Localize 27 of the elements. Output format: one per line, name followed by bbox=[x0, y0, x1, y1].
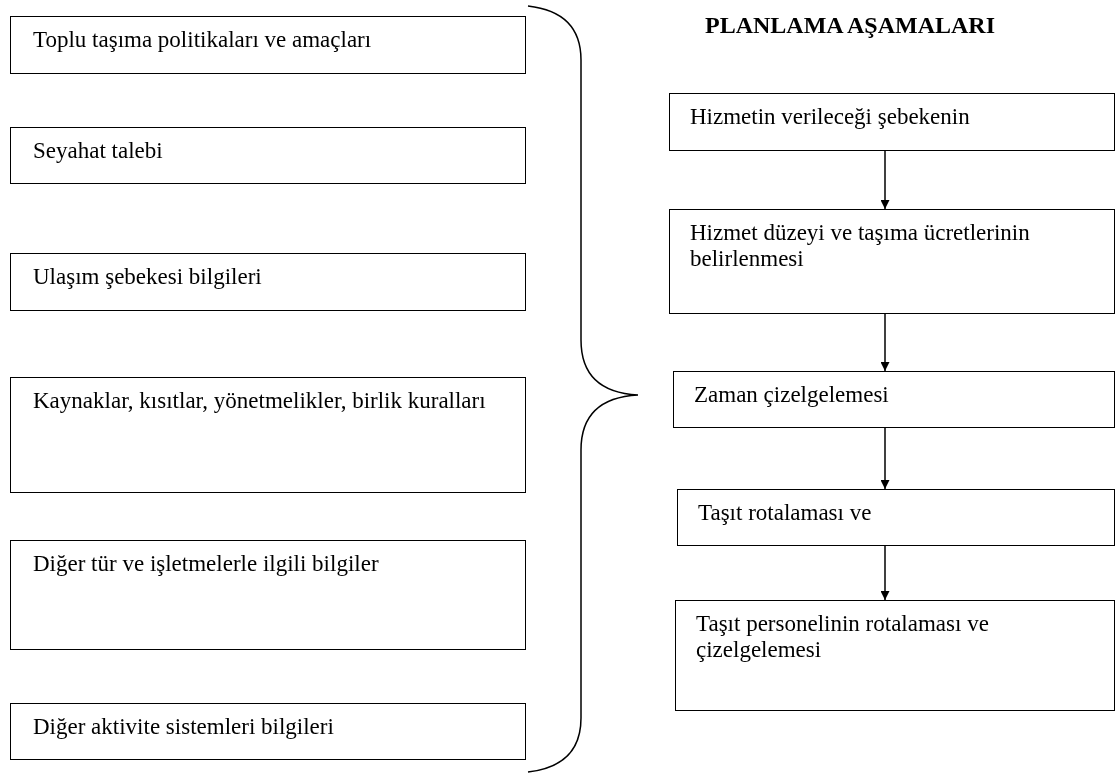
arrow bbox=[880, 545, 890, 601]
box-text: Taşıt personelinin rotalaması ve çizelgelemesi bbox=[696, 611, 990, 663]
box-text: Diğer aktivite sistemleri bilgileri bbox=[33, 714, 335, 740]
info-box bbox=[10, 703, 526, 760]
stage-box bbox=[673, 371, 1115, 428]
arrow bbox=[880, 427, 890, 490]
info-box bbox=[10, 377, 526, 493]
info-box bbox=[10, 253, 526, 311]
stage-box bbox=[669, 93, 1115, 151]
box-text: Seyahat talebi bbox=[33, 138, 164, 164]
box-text: Hizmet düzeyi ve taşıma ücretlerinin belirlenmesi bbox=[690, 220, 1031, 272]
info-box bbox=[10, 127, 526, 184]
diagram-title: PLANLAMA AŞAMALARI bbox=[704, 12, 996, 39]
box-text: Taşıt rotalaması ve bbox=[698, 500, 873, 526]
stage-box bbox=[669, 209, 1115, 314]
box-text: Toplu taşıma politikaları ve amaçları bbox=[33, 27, 373, 53]
arrow bbox=[880, 313, 890, 372]
stage-box bbox=[677, 489, 1115, 546]
box-text: Kaynaklar, kısıtlar, yönetmelikler, birlik kuralları bbox=[33, 388, 487, 414]
stage-box bbox=[675, 600, 1115, 711]
info-box bbox=[10, 16, 526, 74]
box-text: Ulaşım şebekesi bilgileri bbox=[33, 264, 263, 290]
arrow bbox=[880, 150, 890, 210]
box-text: Diğer tür ve işletmelerle ilgili bilgiler bbox=[33, 551, 380, 577]
info-box bbox=[10, 540, 526, 650]
box-text: Zaman çizelgelemesi bbox=[694, 382, 890, 408]
box-text: Hizmetin verileceği şebekenin bbox=[690, 104, 971, 130]
